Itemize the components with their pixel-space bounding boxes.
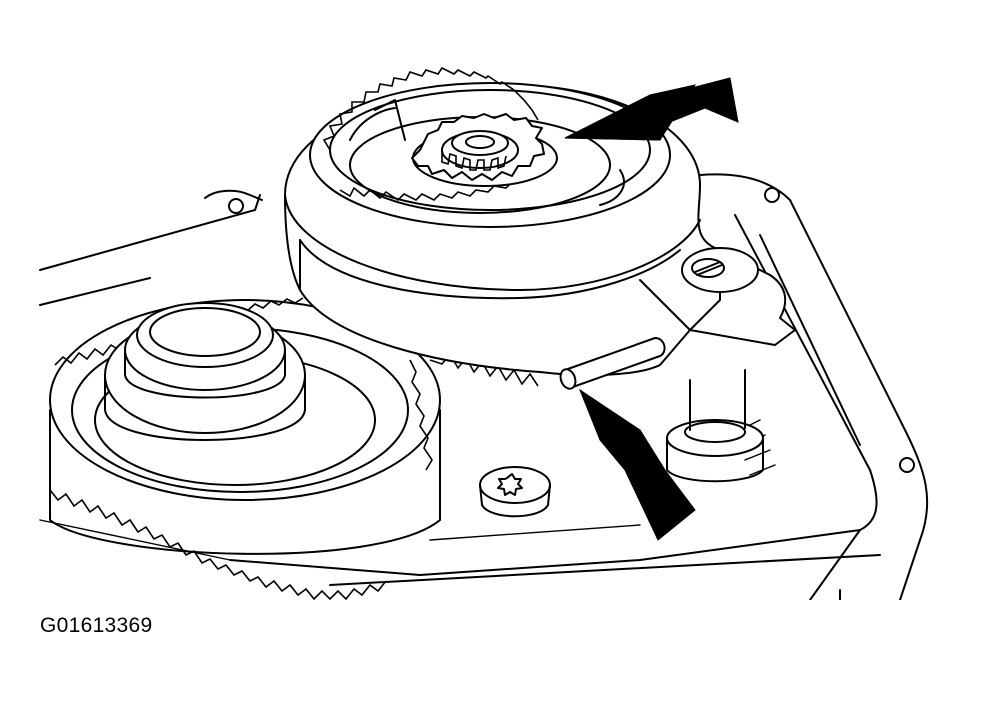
shaft-stub bbox=[666, 369, 764, 483]
indicator-arrow-top bbox=[564, 77, 739, 141]
transmission-diagram bbox=[39, 66, 929, 600]
torx-bolt bbox=[479, 466, 551, 518]
differential-carrier bbox=[284, 66, 796, 387]
gear-hub bbox=[104, 302, 306, 441]
retaining-pin bbox=[559, 337, 666, 390]
indicator-arrow-bottom bbox=[578, 388, 696, 541]
transmission-housing bbox=[39, 173, 929, 600]
side-gear bbox=[411, 113, 558, 187]
figure-id-label: G01613369 bbox=[40, 614, 153, 637]
